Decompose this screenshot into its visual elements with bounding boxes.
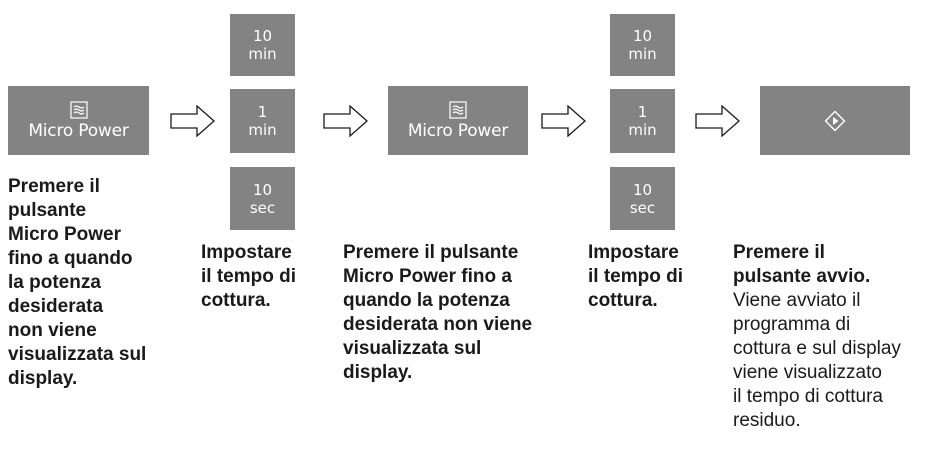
caption-line: cottura. <box>588 290 658 311</box>
caption-line: il tempo di cottura <box>733 386 883 407</box>
micro-power-button-2[interactable]: Micro Power <box>388 86 528 155</box>
ten-min-button-1[interactable]: 10 min <box>230 14 295 76</box>
ten-min-unit: min <box>248 45 277 63</box>
caption-line: Micro Power <box>8 224 121 245</box>
ten-min-unit: min <box>628 45 657 63</box>
caption-line: Impostare <box>201 242 292 263</box>
caption-line: cottura e sul display <box>733 338 901 359</box>
caption-line: Premere il pulsante <box>343 242 519 263</box>
arrow-right-icon <box>541 105 586 137</box>
ten-min-value: 10 <box>632 27 653 45</box>
step2-caption: Impostare il tempo di cottura. <box>201 241 331 313</box>
arrow-right-icon <box>695 105 740 137</box>
caption-line: display. <box>8 368 78 389</box>
caption-line: visualizzata sul <box>343 338 482 359</box>
one-min-button-2[interactable]: 1 min <box>610 89 675 153</box>
caption-line: fino a quando <box>8 248 133 269</box>
caption-line: cottura. <box>201 290 271 311</box>
ten-sec-unit: sec <box>629 198 656 217</box>
step1-caption: Premere il pulsante Micro Power fino a q… <box>8 175 193 391</box>
caption-line: Premere il <box>8 176 100 197</box>
caption-line: il tempo di <box>201 266 296 287</box>
caption-line: la potenza <box>8 272 101 293</box>
caption-line: desiderata <box>8 296 104 317</box>
one-min-unit: min <box>248 121 277 139</box>
ten-min-value: 10 <box>252 27 273 45</box>
micro-power-label: Micro Power <box>28 120 129 141</box>
caption-line: il tempo di <box>588 266 683 287</box>
arrow-right-icon <box>170 105 215 137</box>
one-min-value: 1 <box>637 103 648 121</box>
ten-sec-button-1[interactable]: 10 sec <box>230 167 295 230</box>
one-min-value: 1 <box>257 103 268 121</box>
ten-sec-button-2[interactable]: 10 sec <box>610 167 675 230</box>
caption-line: visualizzata sul <box>8 344 147 365</box>
caption-line: pulsante avvio. <box>733 266 871 287</box>
caption-line: viene visualizzato <box>733 362 882 383</box>
microwave-waves-icon <box>69 100 88 119</box>
start-diamond-icon <box>824 110 846 131</box>
caption-line: Micro Power fino a <box>343 266 512 287</box>
one-min-unit: min <box>628 121 657 139</box>
caption-line: desiderata non viene <box>343 314 533 335</box>
caption-line: Premere il <box>733 242 825 263</box>
caption-line: Viene avviato il <box>733 290 861 311</box>
caption-line: non viene <box>8 320 97 341</box>
caption-line: pulsante <box>8 200 87 221</box>
start-button[interactable] <box>760 86 910 155</box>
arrow-right-icon <box>323 105 368 137</box>
ten-sec-unit: sec <box>249 198 276 217</box>
caption-line: Impostare <box>588 242 679 263</box>
step5-caption: Premere il pulsante avvio. Viene avviato… <box>733 241 947 433</box>
ten-sec-value: 10 <box>252 180 273 199</box>
step4-caption: Impostare il tempo di cottura. <box>588 241 718 313</box>
caption-line: residuo. <box>733 410 801 431</box>
ten-sec-value: 10 <box>632 180 653 199</box>
step3-caption: Premere il pulsante Micro Power fino a q… <box>343 241 588 385</box>
caption-line: display. <box>343 362 413 383</box>
microwave-waves-icon <box>449 100 467 119</box>
micro-power-button-1[interactable]: Micro Power <box>8 86 149 155</box>
caption-line: quando la potenza <box>343 290 510 311</box>
micro-power-label: Micro Power <box>407 120 509 141</box>
ten-min-button-2[interactable]: 10 min <box>610 14 675 76</box>
one-min-button-1[interactable]: 1 min <box>230 89 295 153</box>
caption-line: programma di <box>733 314 851 335</box>
